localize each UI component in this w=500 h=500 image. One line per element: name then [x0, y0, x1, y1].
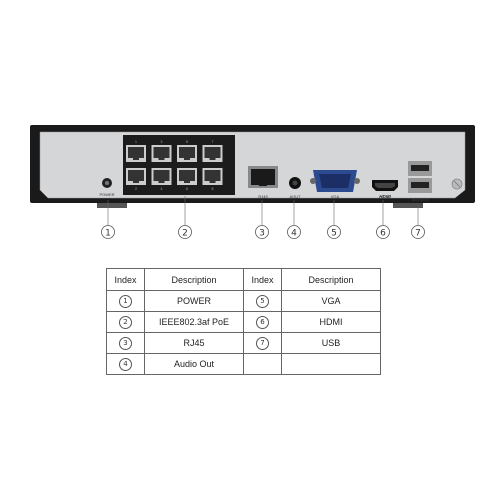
poe-port-block: 1 3 5 7 2 4 6 8: [123, 135, 235, 195]
description-cell: VGA: [281, 290, 381, 312]
callout-number: 2: [182, 229, 188, 239]
callout-number: 7: [415, 229, 421, 239]
usb-symbol-icon: [412, 198, 429, 202]
poe-port-number: 1: [135, 140, 137, 144]
header-index: Index: [106, 268, 145, 291]
poe-port-number: 2: [135, 187, 137, 191]
callout-circle: [287, 225, 301, 239]
poe-port-number: 5: [186, 140, 188, 144]
usb-ports: [408, 161, 432, 202]
hdmi-label: HDMI: [379, 194, 391, 199]
right-foot: [393, 203, 423, 208]
callout-number: 5: [331, 229, 337, 239]
callout-circle: [327, 225, 341, 239]
table-row: 1 POWER 5 VGA: [106, 290, 381, 312]
description-cell: Audio Out: [144, 353, 244, 375]
poe-port-number: 3: [161, 140, 163, 144]
callout-circle: [255, 225, 269, 239]
ground-screw-icon: [451, 178, 463, 190]
header-description: Description: [281, 268, 381, 291]
power-label: POWER: [99, 192, 114, 197]
poe-port-number: 8: [212, 187, 214, 191]
poe-port: 2: [126, 168, 146, 191]
header-index: Index: [243, 268, 282, 291]
table-row: 2 IEEE802.3af PoE 6 HDMI: [106, 311, 381, 333]
vga-port: VGA: [310, 170, 360, 199]
poe-port: 1: [126, 140, 146, 162]
hdmi-port: HDMI: [372, 180, 398, 199]
aout-label: AOUT: [289, 194, 301, 199]
description-cell: RJ45: [144, 332, 244, 354]
poe-port: 6: [177, 168, 197, 191]
callout-1: 1: [101, 200, 115, 239]
callout-number: 4: [291, 229, 297, 239]
description-cell: HDMI: [281, 311, 381, 333]
power-port: POWER: [99, 178, 115, 197]
poe-port-number: 4: [161, 187, 163, 191]
description-cell: [281, 353, 381, 375]
index-cell: 1: [106, 290, 145, 312]
poe-port: 5: [177, 140, 197, 162]
callout-circle: [178, 225, 192, 239]
poe-port: 3: [151, 140, 172, 162]
callout-number: 6: [380, 229, 386, 239]
poe-port: 8: [202, 168, 223, 191]
callout-circle: [376, 225, 390, 239]
left-foot: [97, 203, 127, 208]
callout-number: 3: [259, 229, 265, 239]
rj45-port: RJ45: [248, 166, 278, 199]
index-cell: 7: [243, 332, 282, 354]
callout-circle: [101, 225, 115, 239]
callout-7: 7: [411, 204, 425, 239]
description-table: Index Description Index Description 1 PO…: [106, 268, 381, 375]
rj45-label: RJ45: [258, 194, 268, 199]
callout-markers: 1 2 3 4 5 6 7: [101, 196, 425, 239]
callout-circle: [411, 225, 425, 239]
index-cell: 6: [243, 311, 282, 333]
callout-6: 6: [376, 200, 390, 239]
callout-number: 1: [105, 229, 111, 239]
callout-3: 3: [255, 200, 269, 239]
index-cell: 5: [243, 290, 282, 312]
description-cell: IEEE802.3af PoE: [144, 311, 244, 333]
header-description: Description: [144, 268, 244, 291]
callout-4: 4: [287, 200, 301, 239]
index-cell: [243, 353, 282, 375]
index-cell: 4: [106, 353, 145, 375]
index-cell: 3: [106, 332, 145, 354]
description-cell: USB: [281, 332, 381, 354]
poe-port-number: 6: [186, 187, 188, 191]
table-header-row: Index Description Index Description: [106, 268, 381, 291]
poe-port: 4: [151, 168, 172, 191]
poe-port-number: 7: [212, 140, 214, 144]
table-row: 4 Audio Out: [106, 353, 381, 375]
vga-label: VGA: [331, 194, 340, 199]
index-cell: 2: [106, 311, 145, 333]
callout-2: 2: [178, 196, 192, 239]
callout-5: 5: [327, 200, 341, 239]
audio-out-port: AOUT: [289, 177, 301, 199]
description-cell: POWER: [144, 290, 244, 312]
poe-port: 7: [202, 140, 223, 162]
table-row: 3 RJ45 7 USB: [106, 332, 381, 354]
